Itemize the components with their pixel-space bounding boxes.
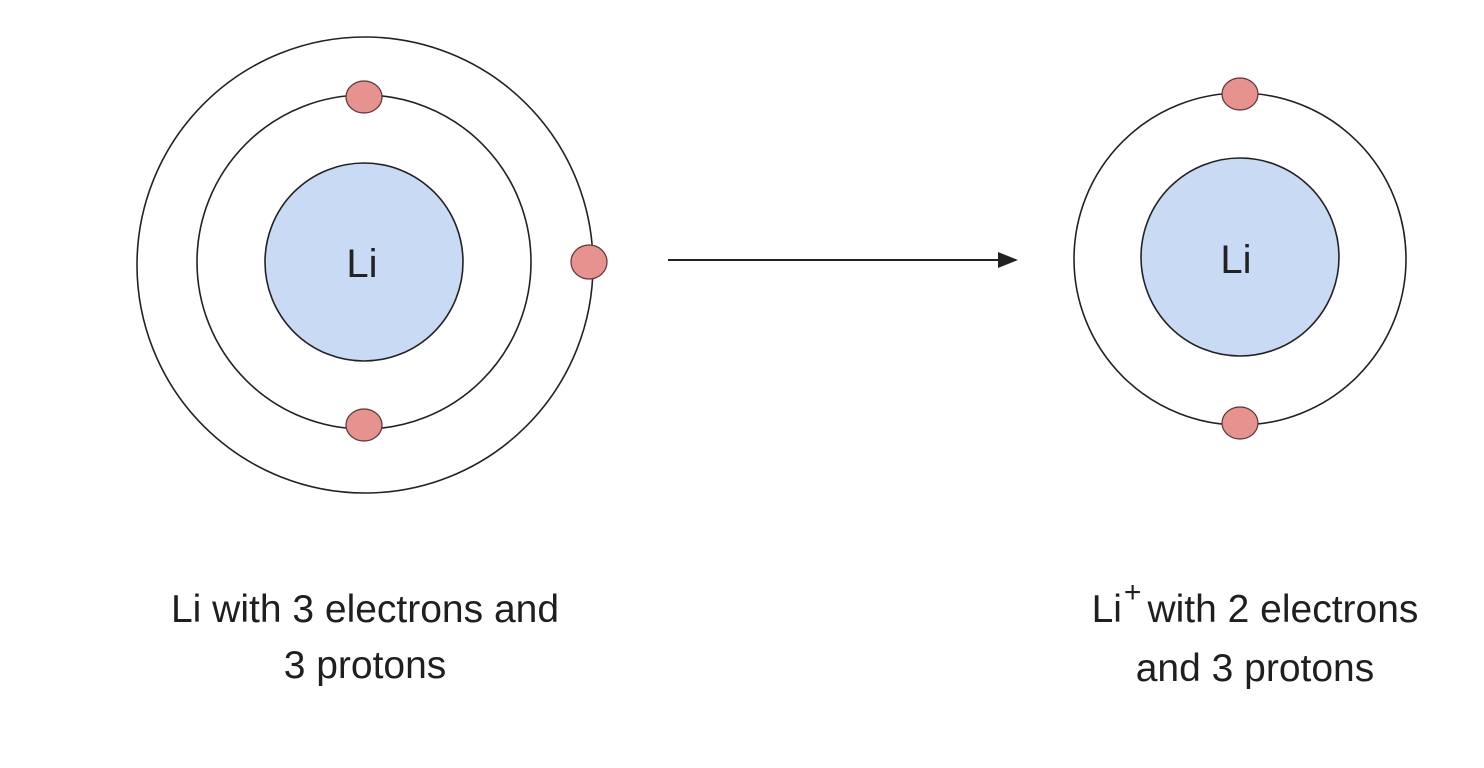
ion-caption-line-2: and 3 protons [1135,647,1375,690]
atom-electron-bottom [345,408,383,442]
atom-electron-outer [570,244,608,280]
atom-caption-line-1: Li with 3 electrons and [170,588,560,631]
atom-nucleus [264,162,464,362]
ion-nucleus-label: Li [1220,238,1251,282]
ion-electron-top [1221,77,1259,111]
ion-caption-symbol: Li [1091,588,1122,631]
atom-caption-line-2: 3 protons [283,644,447,687]
atom-nucleus-label: Li [346,242,377,286]
atom-electron-top [345,80,383,114]
ion-electron-bottom [1221,406,1259,440]
lithium-ion: Li [1073,77,1407,440]
atom-caption: Li with 3 electrons and 3 protons [100,582,630,694]
ion-nucleus [1140,157,1340,357]
ion-caption-charge: + [1123,576,1142,609]
ion-caption: Li+with 2 electrons and 3 protons [1020,576,1484,697]
ion-caption-line-1: Li+with 2 electrons [1020,576,1484,641]
ion-caption-line-1-rest: with 2 electrons [1147,588,1419,631]
lithium-atom: Li [136,36,608,494]
